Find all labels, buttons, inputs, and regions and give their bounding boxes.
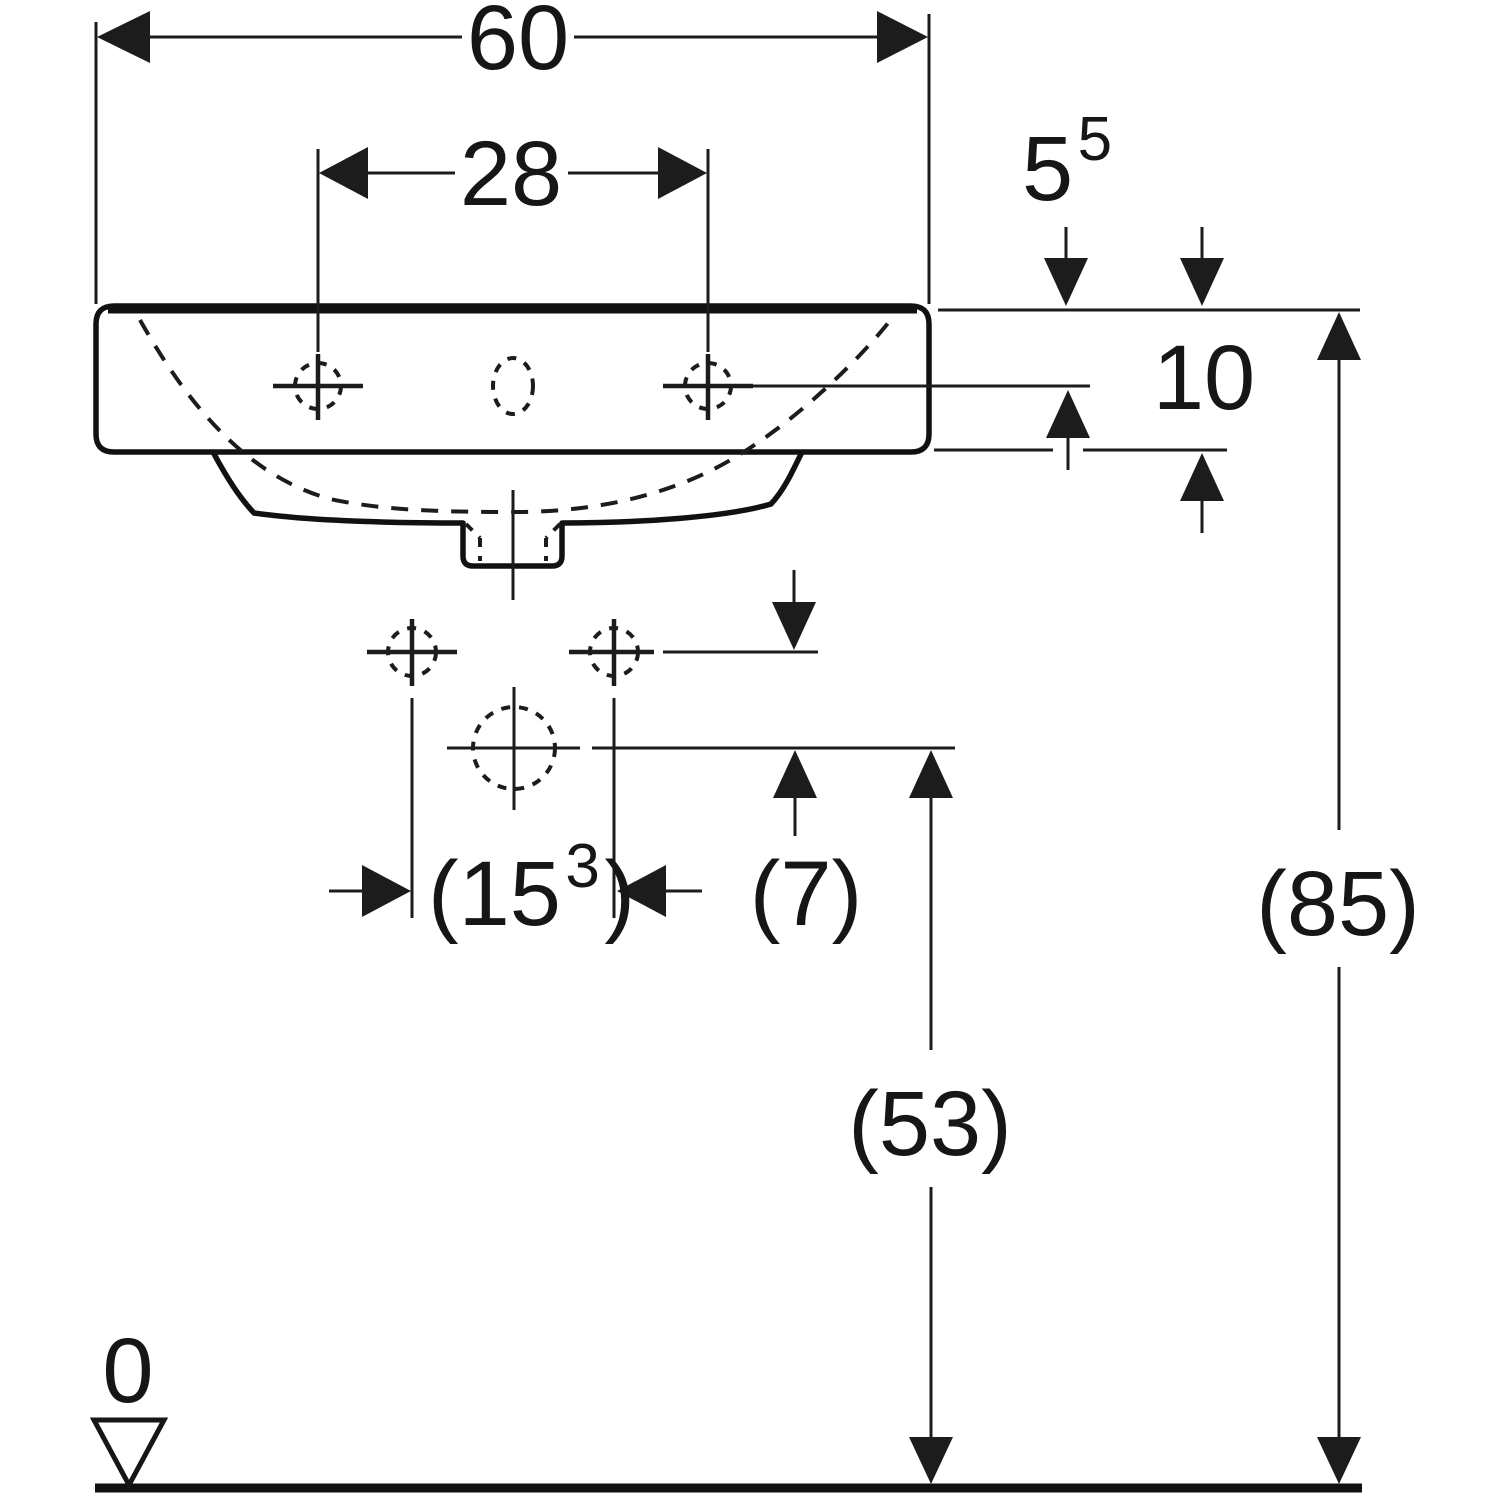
dim28-arrow-left	[319, 147, 368, 199]
dim85-label: (85)	[1256, 853, 1420, 955]
dim7-arrow-up	[773, 750, 817, 798]
dim10-label: 10	[1153, 327, 1255, 429]
dim7-label: (7)	[750, 843, 862, 945]
dim28-label: 28	[460, 123, 562, 225]
reference-lines	[592, 308, 1360, 750]
dimension-85: (85)	[1256, 312, 1420, 1484]
fixing-holes-and-drain	[367, 619, 654, 810]
dim60-arrow-left	[97, 11, 150, 63]
dimension-5-5: 5 5	[1022, 105, 1112, 470]
dimension-15-3: (15 3 )	[329, 698, 702, 945]
dim28-arrow-right	[658, 147, 707, 199]
basin-lower-body	[210, 450, 805, 569]
dim153-label-sup: 3	[565, 832, 599, 901]
taphole-right	[663, 354, 753, 420]
dim55-arrow-down	[1044, 258, 1088, 306]
dimension-10: 10	[1153, 227, 1255, 533]
floor-and-datum: 0	[89, 1320, 1362, 1493]
dim153-label: (15 3 )	[428, 832, 635, 945]
basin-rim-outline	[93, 303, 932, 455]
dimension-60: 60	[94, 0, 931, 304]
dim55-label-sup: 5	[1078, 105, 1112, 174]
dim7-arrow-down	[772, 602, 816, 650]
dim53-arrow-up	[909, 750, 953, 798]
drain-trap-connection	[447, 687, 580, 810]
dim85-arrow-down	[1317, 1437, 1361, 1484]
fixing-hole-right	[569, 619, 654, 686]
dim60-arrow-right	[877, 11, 928, 63]
dim10-arrow-down	[1180, 258, 1224, 306]
dim153-arrow-left	[362, 865, 411, 917]
washbasin-front-view	[93, 303, 932, 600]
dim153-label-open: (15	[428, 843, 561, 945]
overflow-center-dashed-ellipse	[491, 356, 535, 416]
datum-triangle	[89, 1417, 169, 1491]
dim55-arrow-up	[1046, 390, 1090, 438]
taphole-left	[273, 354, 363, 420]
dim55-label: 5 5	[1022, 105, 1112, 220]
dim153-label-close: )	[604, 843, 635, 945]
dim153-arrow-right	[617, 865, 666, 917]
fixing-hole-left	[367, 619, 457, 686]
datum-zero-label: 0	[102, 1320, 153, 1422]
dimension-53: (53)	[848, 750, 1012, 1484]
dimension-28: 28	[316, 123, 710, 352]
dim55-label-main: 5	[1022, 118, 1073, 220]
dim85-arrow-up	[1317, 312, 1361, 360]
dim60-label: 60	[467, 0, 569, 89]
basin-bowl-dashed-outline	[138, 319, 891, 515]
dim53-label: (53)	[848, 1073, 1012, 1175]
dim53-arrow-down	[909, 1437, 953, 1484]
dimension-7: (7)	[750, 570, 862, 945]
dim10-arrow-up	[1180, 453, 1224, 501]
